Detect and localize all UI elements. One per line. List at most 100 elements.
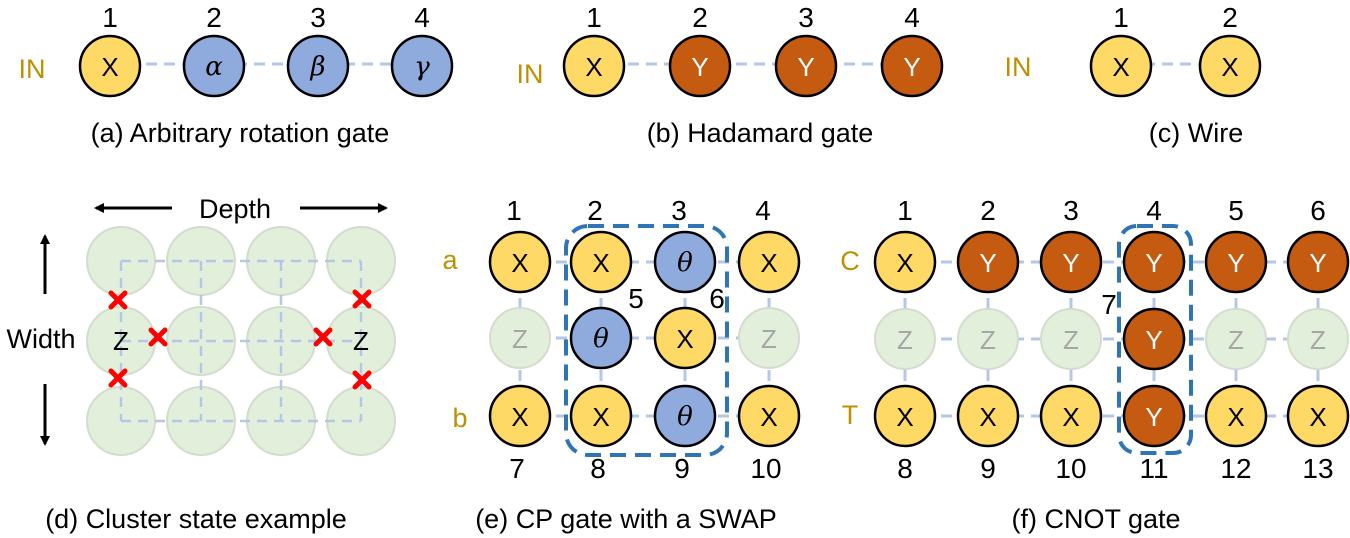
panel-a-node-1-text: X xyxy=(101,52,118,82)
panel-f-row-label-t: T xyxy=(842,400,859,430)
panel-e-node-2-1: Z xyxy=(489,307,551,369)
panel-f-bottom-number-6: 13 xyxy=(1302,453,1333,484)
panel-e-node-3-4-circle xyxy=(737,384,801,448)
panel-a-node-4-circle xyxy=(390,34,454,98)
panel-f-node-2-5-text: Z xyxy=(1228,325,1244,355)
panel-e-links xyxy=(518,260,771,418)
cluster-qubit-2-2 xyxy=(166,306,236,376)
panel-b-node-2-number: 2 xyxy=(692,2,708,33)
panel-b-node-3-number: 3 xyxy=(798,2,814,33)
panel-e-node-2-4-circle xyxy=(738,307,800,369)
panel-f-node-3-5-text: X xyxy=(1227,402,1244,432)
panel-f-bottom-number-1: 8 xyxy=(897,453,913,484)
panel-e-node-1-2-circle xyxy=(569,230,633,294)
panel-f-bottom-number-5: 12 xyxy=(1220,453,1251,484)
panel-e-swap-highlight xyxy=(564,224,729,457)
cross-icon xyxy=(108,290,128,310)
panel-e-node-3-2-text: X xyxy=(592,402,609,432)
panel-e-mid-number-2: 6 xyxy=(709,283,725,314)
panel-f-node-1-4: Y xyxy=(1122,230,1186,294)
panel-f-node-1-3-text: Y xyxy=(1062,248,1079,278)
panel-e-node-2-3: X xyxy=(653,306,717,370)
panel-e-node-3-1: X xyxy=(488,384,552,448)
panel-f-node-2-4-circle xyxy=(1122,307,1186,371)
panel-c-node-1: X xyxy=(1089,34,1153,98)
panel-f-node-1-6: Y xyxy=(1286,230,1350,294)
panel-f-node-3-6: X xyxy=(1286,384,1350,448)
panel-c-node-1-number: 1 xyxy=(1113,2,1129,33)
panel-e-node-1-1-text: X xyxy=(511,248,528,278)
panel-e-top-number-2: 2 xyxy=(587,195,603,226)
panel-f-node-3-2-circle xyxy=(956,384,1020,448)
panel-e-row-label-a: a xyxy=(442,245,458,275)
panel-f-node-2-1: Z xyxy=(874,308,936,370)
panel-e-node-2-4: Z xyxy=(738,307,800,369)
panel-e-node-2-3-circle xyxy=(653,306,717,370)
panel-e-node-1-4: X xyxy=(737,230,801,294)
panel-a-node-2: α xyxy=(182,34,246,98)
panel-f-bottom-number-4: 11 xyxy=(1139,453,1168,484)
panel-f-node-3-3-circle xyxy=(1039,384,1103,448)
panel-a-node-3-text: β xyxy=(309,52,325,82)
panel-f-node-1-2-circle xyxy=(956,230,1020,294)
panel-f-node-2-6-circle xyxy=(1287,308,1349,370)
panel-f-node-3-6-text: X xyxy=(1309,402,1326,432)
panel-e-node-2-1-text: Z xyxy=(512,324,528,354)
panel-b-node-2-circle xyxy=(668,34,732,98)
panel-f-node-2-6: Z xyxy=(1287,308,1349,370)
panel-b-node-4: Y xyxy=(880,34,944,98)
panel-f-node-3-1-circle xyxy=(873,384,937,448)
panel-b-node-3: Y xyxy=(774,34,838,98)
panel-f-node-1-5-text: Y xyxy=(1227,248,1244,278)
panel-c-node-2: X xyxy=(1198,34,1262,98)
cross-icon xyxy=(108,368,128,388)
panel-f-node-2-3-text: Z xyxy=(1063,325,1079,355)
panel-e-node-2-4-text: Z xyxy=(761,324,777,354)
panel-b-caption: (b) Hadamard gate xyxy=(647,118,874,148)
panel-e-top-number-3: 3 xyxy=(671,195,687,226)
panel-e-node-2-1-circle xyxy=(489,307,551,369)
cluster-crosses xyxy=(108,289,372,390)
panel-f-top-number-3: 3 xyxy=(1063,195,1079,226)
panel-e-node-3-1-circle xyxy=(488,384,552,448)
panel-e-node-1-1: X xyxy=(488,230,552,294)
panel-f-node-1-6-circle xyxy=(1286,230,1350,294)
panel-b-node-3-circle xyxy=(774,34,838,98)
panel-f-top-number-5: 5 xyxy=(1228,195,1244,226)
panel-e-node-1-4-circle xyxy=(737,230,801,294)
panel-e-node-1-4-text: X xyxy=(760,248,777,278)
panel-f-node-2-1-circle xyxy=(874,308,936,370)
panel-f-node-2-2-text: Z xyxy=(980,325,996,355)
panel-a-node-3-circle xyxy=(286,34,350,98)
panel-f-cnot-highlight xyxy=(1117,224,1193,455)
panel-b-node-1: X xyxy=(562,34,626,98)
panel-a-input-label: IN xyxy=(19,54,46,84)
panel-f-node-2-2-circle xyxy=(957,308,1019,370)
panel-b-node-1-circle xyxy=(562,34,626,98)
depth-label: Depth xyxy=(199,194,271,224)
panel-a-node-2-text: α xyxy=(205,52,223,82)
panel-f-node-3-3-text: X xyxy=(1062,402,1079,432)
panel-f-mid-number: 7 xyxy=(1101,289,1117,320)
panel-d-caption: (d) Cluster state example xyxy=(45,504,347,534)
panel-e-node-3-2: X xyxy=(569,384,633,448)
panel-c-node-1-text: X xyxy=(1112,52,1129,82)
panel-a-node-4-text: γ xyxy=(414,52,430,82)
cluster-grid xyxy=(86,226,396,456)
panel-f-node-1-3: Y xyxy=(1039,230,1103,294)
panel-b-input-label: IN xyxy=(517,59,544,89)
cross-icon xyxy=(352,370,372,390)
panel-a-node-1-number: 1 xyxy=(102,2,118,33)
panel-f-node-1-1-text: X xyxy=(896,248,913,278)
panel-f-node-3-1: X xyxy=(873,384,937,448)
panel-f-top-number-1: 1 xyxy=(897,195,913,226)
panel-b-node-4-circle xyxy=(880,34,944,98)
panel-c-caption: (c) Wire xyxy=(1149,118,1243,148)
panel-e-node-1-2-text: X xyxy=(592,248,609,278)
panel-b-node-2: Y xyxy=(668,34,732,98)
